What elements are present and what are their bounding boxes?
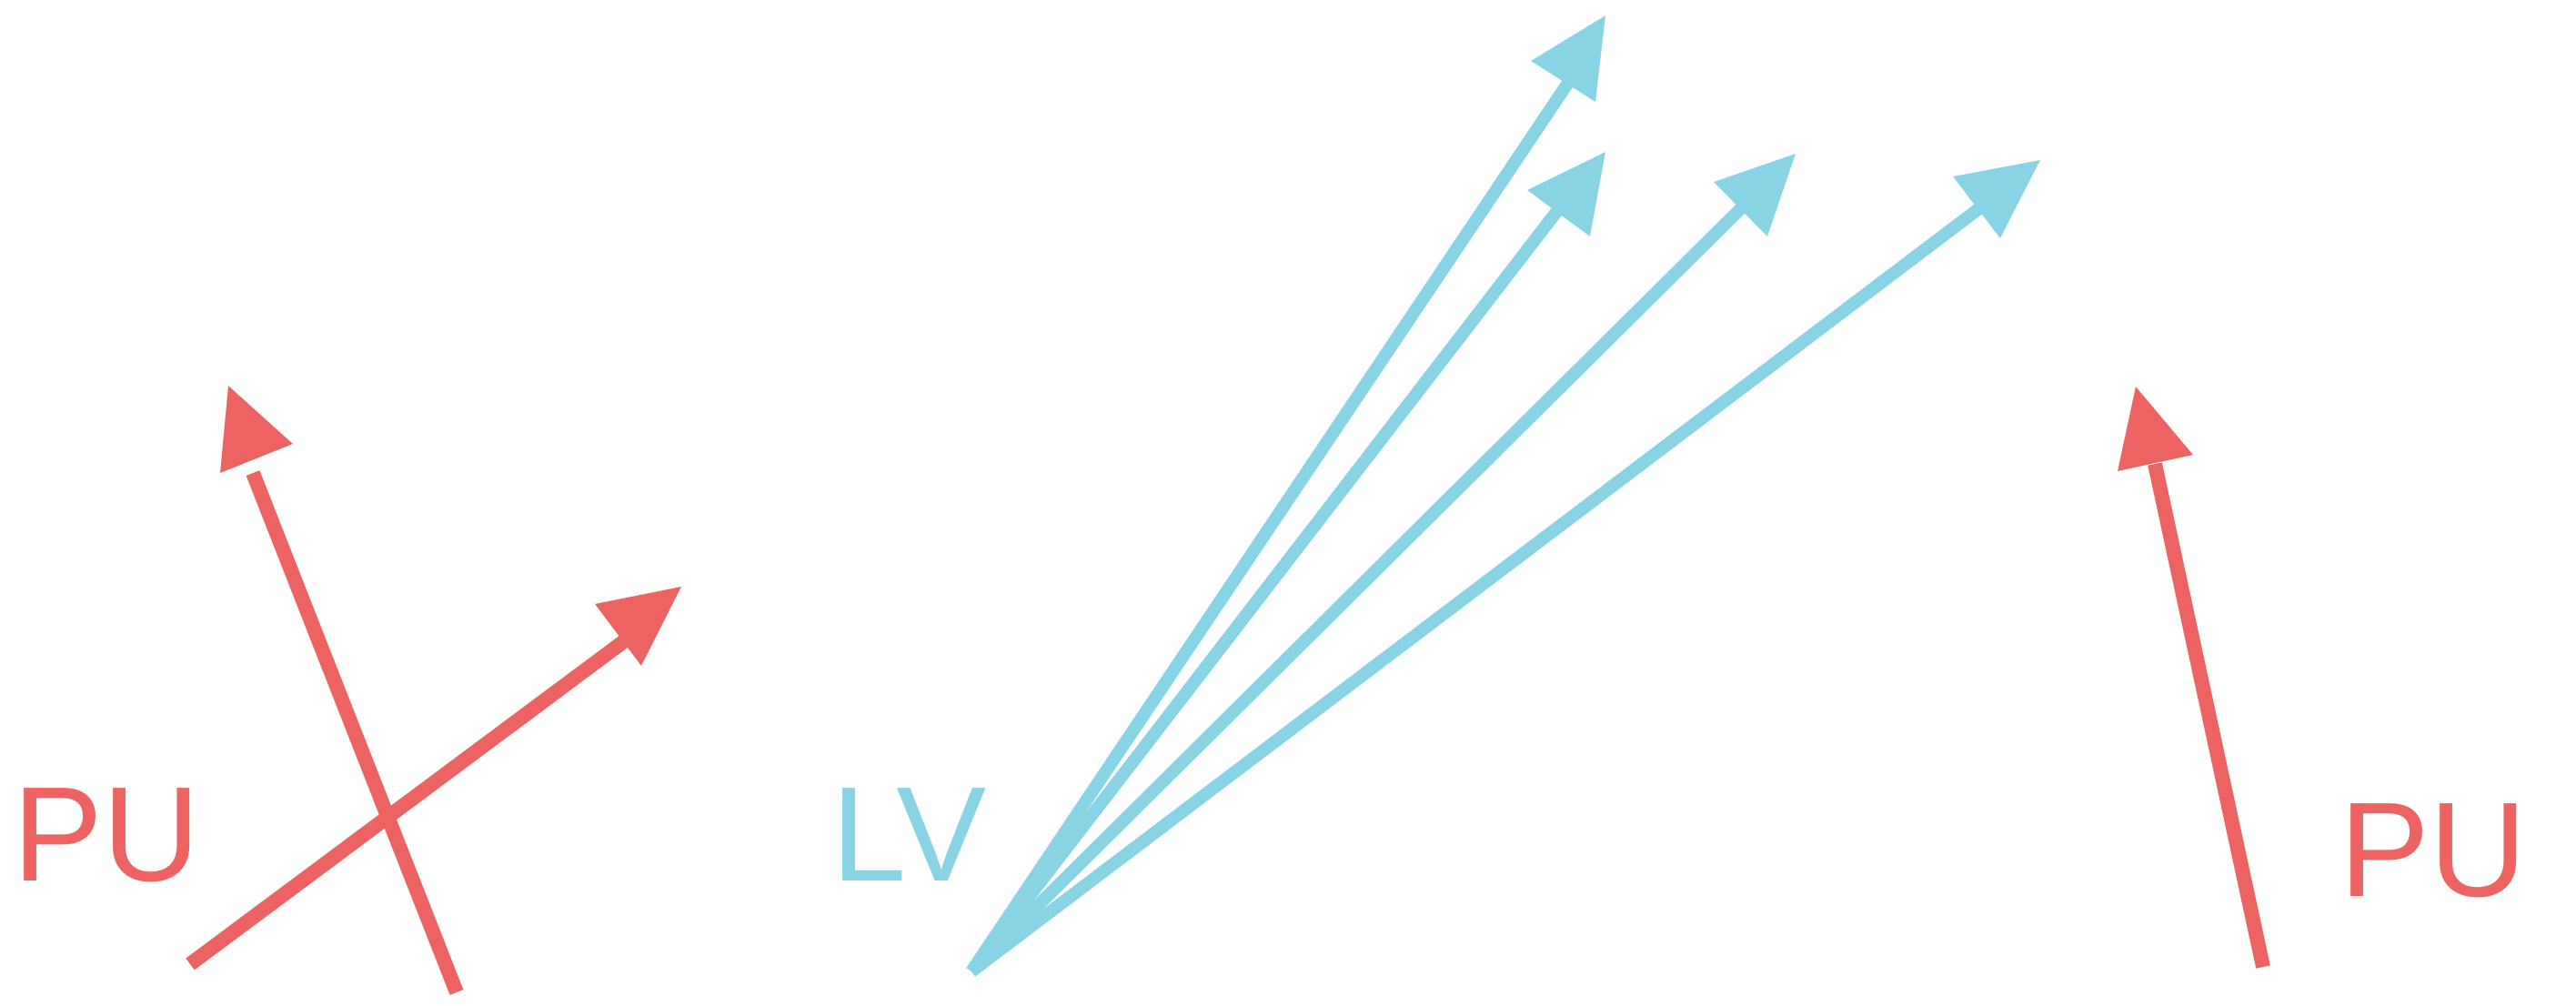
pu-arrow-steep-head [220, 386, 293, 473]
lv-arrow-3-head [1714, 154, 1796, 236]
lv-arrow-1-head [1531, 15, 1605, 102]
pu-arrow-right-head [2118, 387, 2193, 471]
pu-label-left: PU [13, 760, 200, 910]
lv-arrow-3-shaft [967, 204, 1746, 976]
pu-left-arrows [186, 386, 681, 995]
lv-arrow-4-shaft [967, 200, 1987, 977]
pu-arrow-diagonal-shaft [186, 635, 629, 971]
pu-arrow-steep-shaft [246, 470, 464, 995]
lv-arrow-1-shaft [966, 71, 1579, 975]
pu-arrow-right-shaft [2148, 462, 2270, 969]
pu-right-arrow [2118, 387, 2270, 969]
lv-arrows [966, 15, 2040, 977]
lv-arrow-2-head [1527, 152, 1605, 236]
pu-label-right: PU [2340, 775, 2527, 925]
lv-arrow-2-shaft [966, 199, 1568, 976]
lv-label: LV [831, 760, 986, 910]
pu-arrow-diagonal-head [595, 587, 681, 666]
lv-arrow-4-head [1953, 160, 2040, 238]
